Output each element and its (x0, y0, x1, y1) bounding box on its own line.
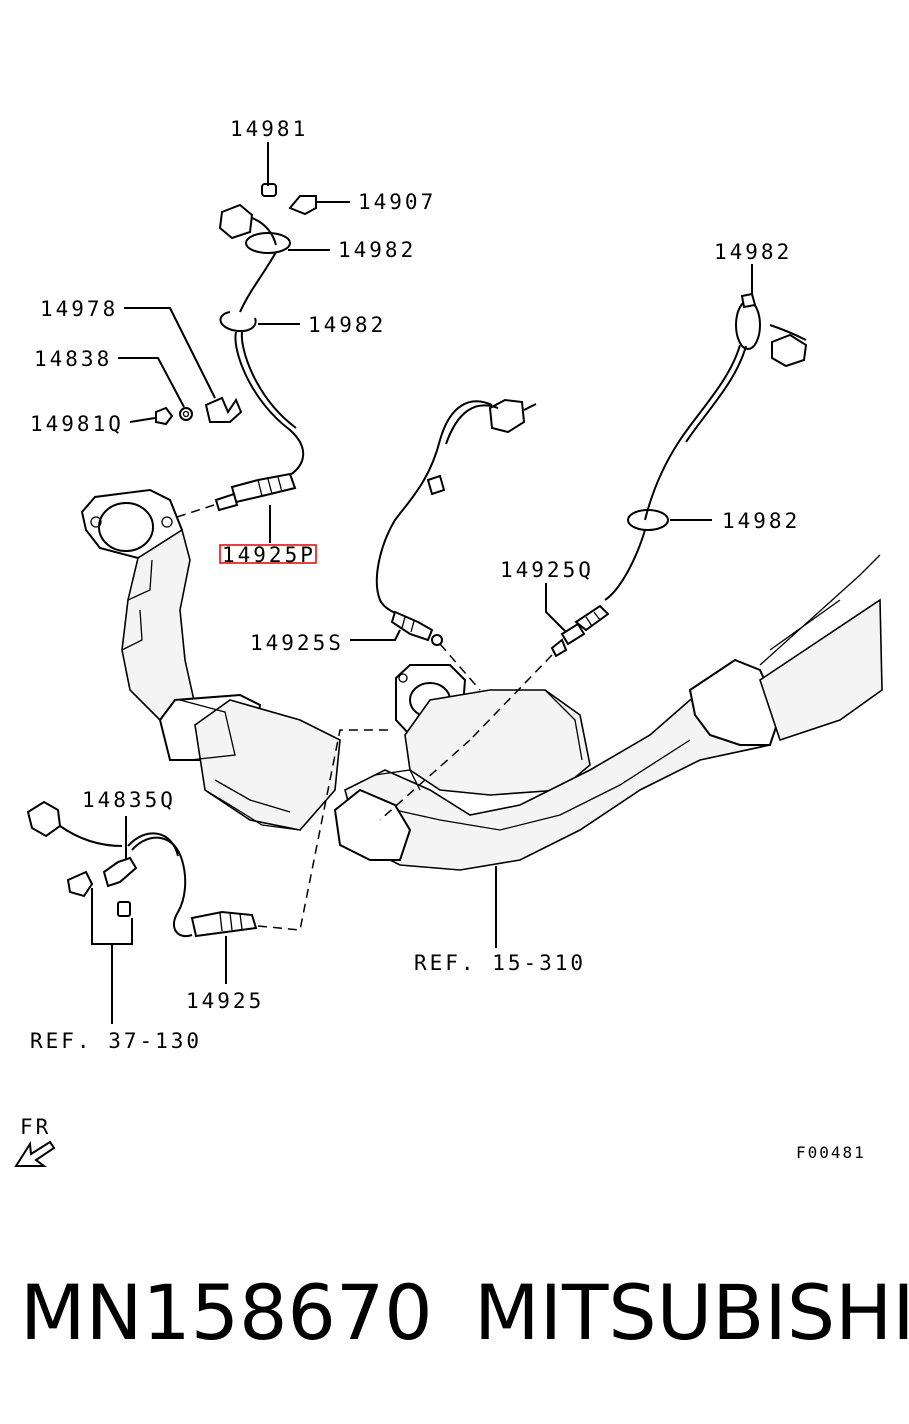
label-14838: 14838 (34, 347, 112, 371)
part-number: MN158670 (20, 1268, 433, 1357)
label-14835q: 14835Q (82, 788, 176, 812)
part-labels: 14981 14907 14982 14982 14982 14982 1497… (20, 117, 866, 1162)
brand-name: MITSUBISHI (474, 1268, 909, 1357)
label-14978: 14978 (40, 297, 118, 321)
front-direction-arrow-icon (14, 1140, 56, 1167)
label-14982-c: 14982 (714, 240, 792, 264)
sensor-14925-harness (26, 800, 258, 938)
label-14925p[interactable]: 14925P (222, 543, 316, 567)
label-14982-b: 14982 (308, 313, 386, 337)
label-14907: 14907 (358, 190, 436, 214)
label-14925: 14925 (186, 989, 264, 1013)
sensor-14925q-harness (550, 292, 808, 658)
diagram-code: F00481 (796, 1143, 866, 1162)
label-14925s: 14925S (250, 631, 344, 655)
label-14981: 14981 (230, 117, 308, 141)
label-14925q: 14925Q (500, 558, 594, 582)
label-14982-a: 14982 (338, 238, 416, 262)
label-14982-d: 14982 (722, 509, 800, 533)
front-exhaust-pipe (80, 488, 341, 831)
label-14981q: 14981Q (30, 412, 124, 436)
sensor-14925p-harness (155, 183, 317, 512)
label-fr: FR (20, 1115, 51, 1139)
footer: MN158670 MITSUBISHI (0, 1268, 909, 1368)
label-ref-37-130: REF. 37-130 (30, 1029, 202, 1053)
highlight-box (219, 544, 317, 564)
leader-lines (91, 142, 753, 1024)
sensor-14925s-harness (375, 398, 537, 646)
alignment-lines (173, 504, 553, 931)
catalytic-converter-pipe (333, 554, 883, 871)
label-ref-15-310: REF. 15-310 (414, 951, 586, 975)
